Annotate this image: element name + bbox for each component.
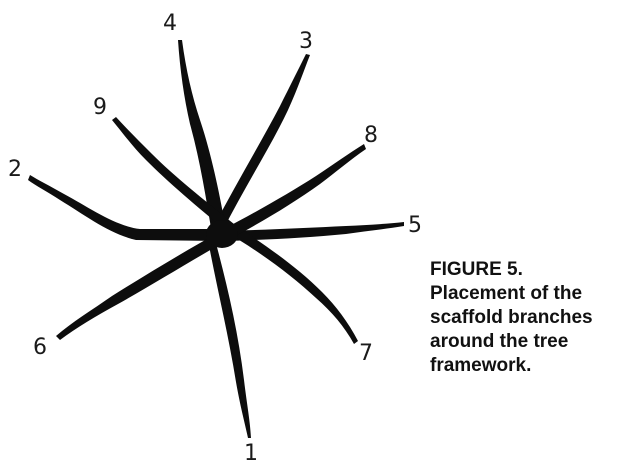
branch-5	[222, 222, 404, 241]
caption-heading: FIGURE 5.	[430, 259, 523, 280]
branch-label-2: 2	[8, 157, 22, 182]
caption-line: Placement of the	[430, 283, 583, 304]
branch-label-3: 3	[299, 29, 313, 54]
caption-line: framework.	[430, 355, 532, 376]
branch-6	[56, 234, 224, 340]
branch-label-8: 8	[364, 123, 378, 148]
trunk-center	[206, 220, 238, 248]
branch-1	[208, 236, 251, 438]
caption-line: scaffold branches	[430, 307, 593, 328]
branch-4	[178, 40, 226, 234]
branch-label-4: 4	[163, 11, 177, 36]
branch-label-9: 9	[93, 95, 107, 120]
branch-9	[112, 117, 234, 232]
branch-2	[28, 175, 222, 241]
figure-caption: FIGURE 5. Placement of the scaffold bran…	[430, 258, 620, 378]
caption-line: around the tree	[430, 331, 569, 352]
branch-3	[214, 54, 310, 232]
branch-label-6: 6	[33, 335, 47, 360]
branch-label-5: 5	[408, 213, 422, 238]
branch-label-7: 7	[359, 341, 373, 366]
branch-7	[226, 222, 358, 344]
branch-8	[222, 144, 366, 240]
branch-label-1: 1	[244, 441, 258, 462]
